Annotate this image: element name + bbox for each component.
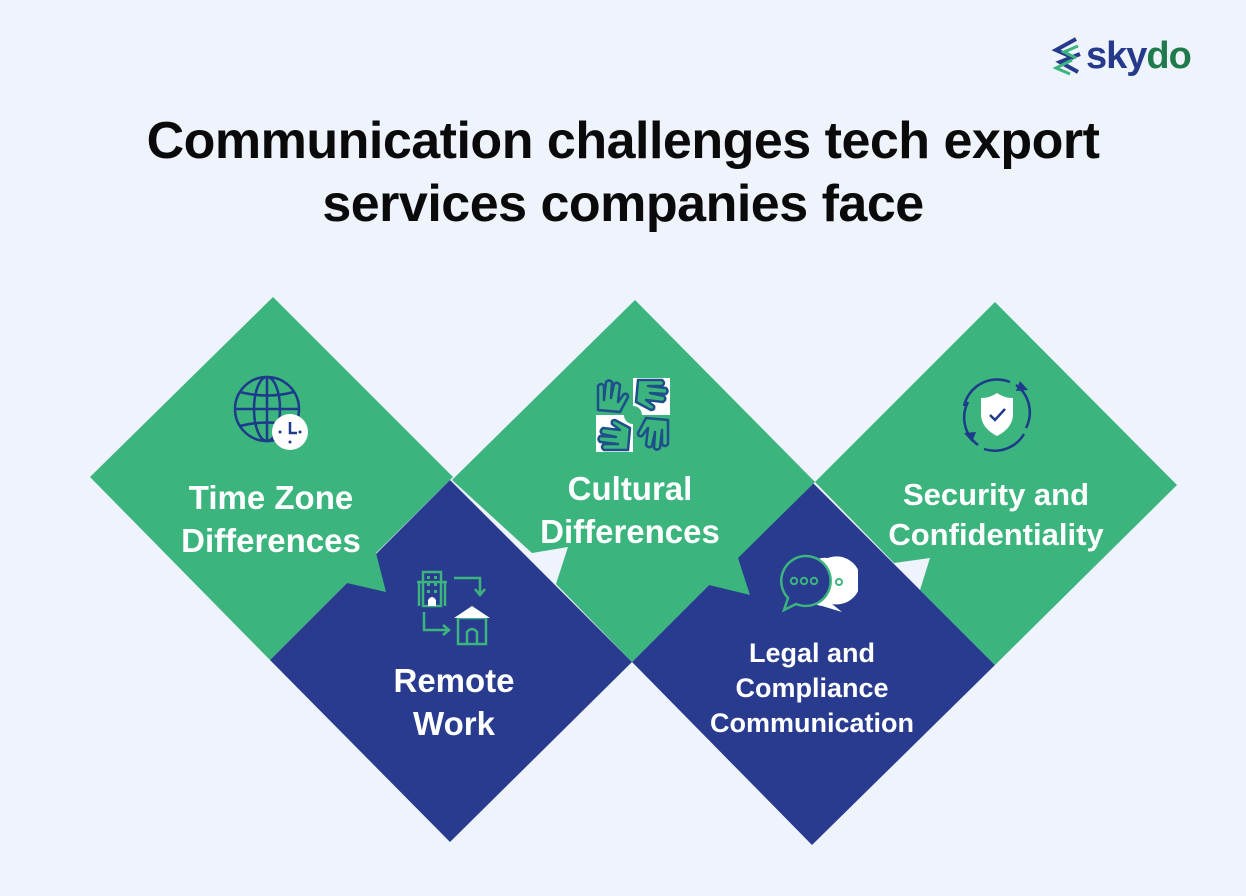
label-remote-work: Remote Work bbox=[393, 659, 514, 745]
label-line: Differences bbox=[540, 513, 720, 550]
skydo-chevrons-icon bbox=[1051, 37, 1081, 76]
title-line-2: services companies face bbox=[322, 175, 924, 233]
diamond-cultural bbox=[452, 300, 815, 662]
label-line: Cultural bbox=[567, 470, 693, 507]
diamond-security bbox=[815, 302, 1177, 665]
title-line-1: Communication challenges tech export bbox=[146, 112, 1100, 170]
label-line: Communication bbox=[709, 708, 915, 738]
label-line: Confidentiality bbox=[888, 517, 1104, 552]
office-to-home-icon bbox=[417, 570, 490, 646]
joined-hands-icon bbox=[596, 378, 670, 452]
logo-text-sky: sky bbox=[1086, 35, 1147, 77]
label-line: Time Zone bbox=[188, 479, 354, 516]
diamond-time-zone bbox=[90, 297, 453, 660]
label-cultural: Cultural Differences bbox=[540, 467, 720, 553]
label-line: Security and bbox=[902, 477, 1090, 512]
page-title: Communication challenges tech export ser… bbox=[0, 110, 1246, 236]
globe-clock-icon bbox=[233, 375, 308, 450]
label-time-zone: Time Zone Differences bbox=[181, 476, 361, 562]
label-line: Differences bbox=[181, 522, 361, 559]
skydo-wordmark: skydo bbox=[1086, 35, 1192, 77]
label-line: Legal and bbox=[748, 638, 876, 668]
chat-bubbles-icon bbox=[780, 554, 858, 613]
shield-check-icon bbox=[962, 378, 1032, 452]
logo-text-do: do bbox=[1146, 35, 1191, 77]
label-security: Security and Confidentiality bbox=[888, 475, 1103, 555]
label-line: Compliance bbox=[735, 673, 889, 703]
label-line: Work bbox=[413, 705, 495, 742]
label-legal-compliance: Legal and Compliance Communication bbox=[710, 636, 914, 741]
label-line: Remote bbox=[393, 662, 515, 699]
skydo-logo: skydo bbox=[1050, 35, 1192, 77]
